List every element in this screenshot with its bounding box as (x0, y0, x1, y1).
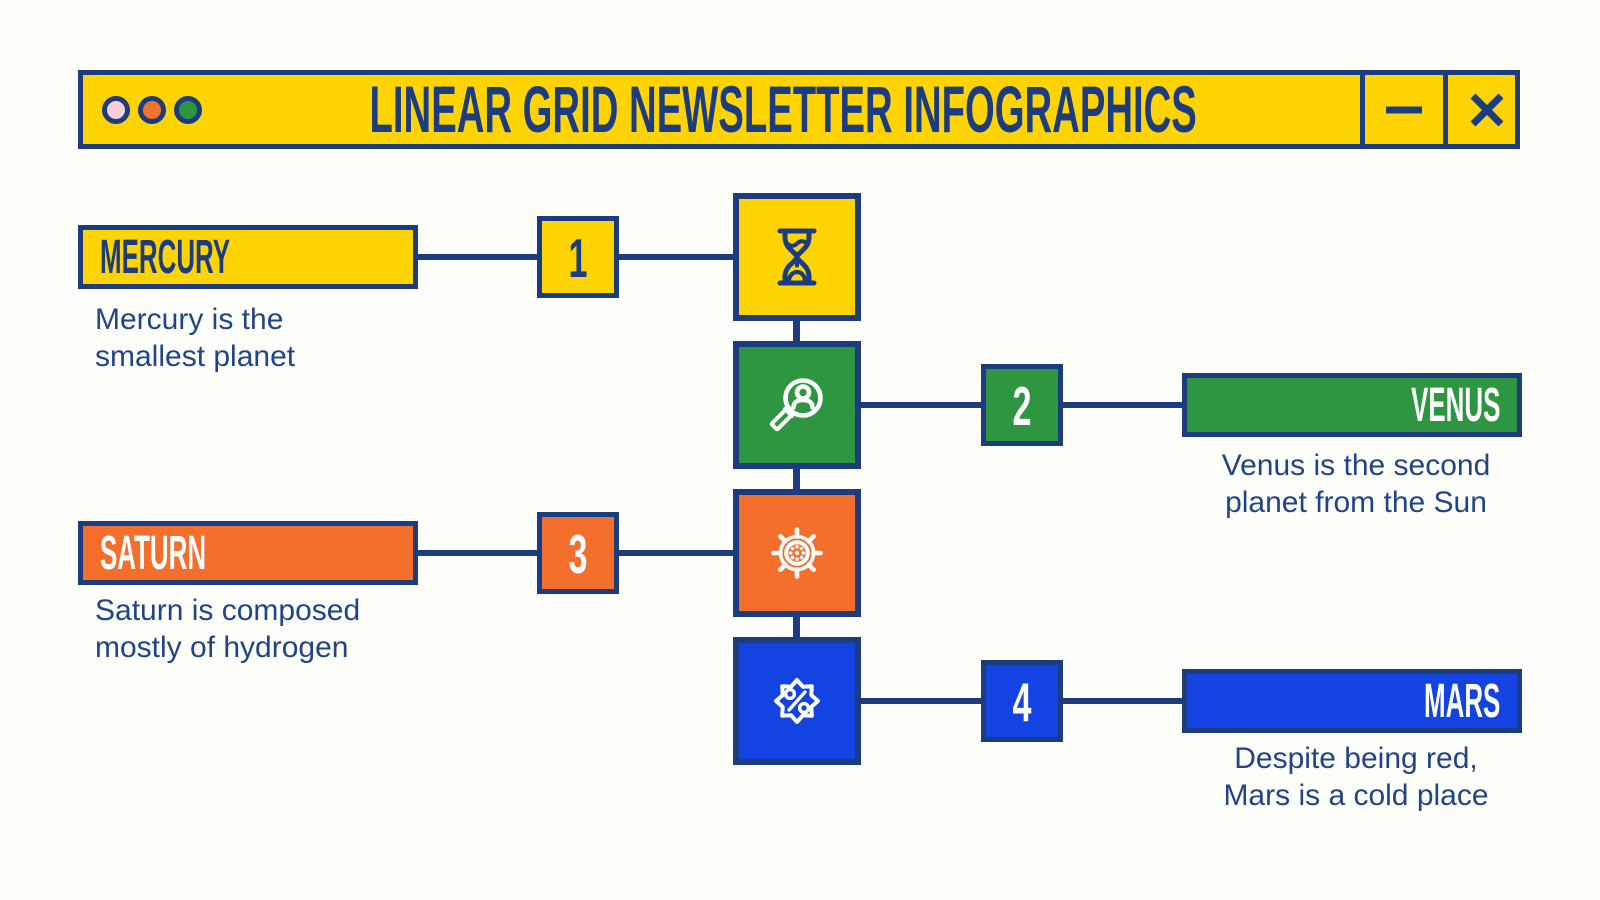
connector-line (414, 550, 541, 556)
description-line: Venus is the second (1221, 449, 1491, 482)
icon-box-saturn (733, 489, 861, 617)
description-line: mostly of hydrogen (95, 631, 349, 664)
connector-line (1059, 402, 1186, 408)
close-button[interactable] (1451, 75, 1523, 144)
close-icon (1470, 93, 1504, 126)
ship-helm-icon (771, 527, 823, 579)
connector-line (615, 550, 737, 556)
planet-label-bar-saturn: SATURN (78, 521, 418, 585)
pink-dot-icon (102, 95, 130, 124)
page-title: LINEAR GRID NEWSLETTER INFOGRAPHICS (369, 72, 1197, 146)
percent-badge-icon (774, 678, 820, 724)
step-number: 1 (568, 227, 588, 289)
connector-line (857, 402, 985, 408)
planet-description-saturn: Saturn is composed mostly of hydrogen (95, 592, 360, 666)
planet-label-bar-venus: VENUS (1182, 373, 1522, 437)
step-number: 4 (1012, 671, 1032, 733)
step-number-box-3: 3 (537, 512, 619, 594)
connector-line (857, 698, 985, 704)
titlebar-divider (1360, 75, 1365, 144)
planet-name-mars: MARS (1423, 675, 1500, 728)
minimize-icon (1386, 106, 1422, 113)
planet-name-venus: VENUS (1410, 379, 1500, 432)
description-line: Mars is a cold place (1223, 779, 1489, 812)
step-number: 2 (1012, 375, 1032, 437)
planet-name-mercury: MERCURY (100, 231, 231, 284)
connector-line (414, 254, 541, 260)
planet-description-mercury: Mercury is the smallest planet (95, 301, 295, 375)
icon-box-mars (733, 637, 861, 765)
window-title-bar: LINEAR GRID NEWSLETTER INFOGRAPHICS (78, 70, 1520, 149)
connector-line-vertical (793, 317, 800, 345)
description-line: Mercury is the (95, 303, 284, 336)
description-line: Saturn is composed (95, 594, 361, 627)
minimize-button[interactable] (1368, 75, 1440, 144)
step-number-box-4: 4 (981, 660, 1063, 742)
step-number: 3 (568, 523, 588, 585)
orange-dot-icon (138, 95, 166, 124)
planet-description-venus: Venus is the second planet from the Sun (1186, 447, 1526, 521)
connector-line (1059, 698, 1186, 704)
connector-line (615, 254, 737, 260)
icon-box-mercury (733, 193, 861, 321)
planet-label-bar-mars: MARS (1182, 669, 1522, 733)
planet-name-saturn: SATURN (100, 527, 207, 580)
step-number-box-2: 2 (981, 364, 1063, 446)
green-dot-icon (174, 95, 202, 124)
step-number-box-1: 1 (537, 216, 619, 298)
hourglass-icon (777, 228, 817, 286)
description-line: smallest planet (95, 340, 296, 373)
planet-label-bar-mercury: MERCURY (78, 225, 418, 289)
titlebar-divider (1443, 75, 1448, 144)
connector-line-vertical (793, 465, 800, 493)
icon-box-venus (733, 341, 861, 469)
description-line: Despite being red, (1234, 742, 1478, 775)
description-line: planet from the Sun (1225, 486, 1487, 519)
person-search-icon (769, 378, 823, 432)
traffic-light-dots (102, 75, 202, 144)
planet-description-mars: Despite being red, Mars is a cold place (1186, 740, 1526, 814)
connector-line-vertical (793, 613, 800, 641)
